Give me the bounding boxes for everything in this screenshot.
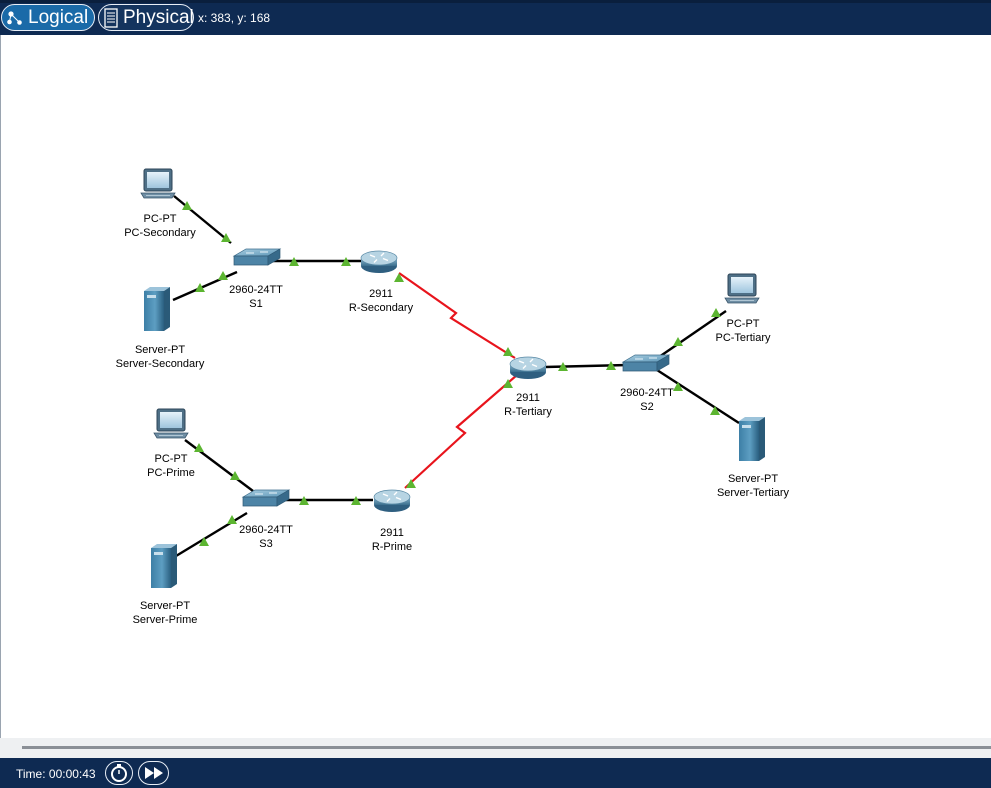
device-server-tertiary[interactable]: Server-PT Server-Tertiary (717, 417, 790, 499)
link-lights-layer (182, 201, 721, 546)
device-name-label: S2 (640, 401, 653, 413)
link-light-s3-r-prime-0 (299, 496, 309, 505)
simulation-time: Time: 00:00:43 (16, 767, 96, 781)
link-serial-r-prime-r-tertiary (404, 374, 518, 489)
logical-view-label: Logical (28, 6, 89, 28)
device-model-label: Server-PT (140, 600, 190, 612)
link-light-r-prime-r-tertiary-0 (406, 479, 416, 488)
device-name-label: Server-Tertiary (717, 487, 790, 499)
link-light-server-prime-s3-1 (227, 515, 237, 524)
rack-icon (103, 7, 119, 28)
device-server-secondary[interactable]: Server-PT Server-Secondary (116, 287, 205, 370)
logical-view-button[interactable]: Logical (1, 4, 95, 31)
scrollbar-track[interactable] (22, 746, 991, 749)
device-model-label: Server-PT (728, 473, 778, 485)
physical-view-label: Physical (123, 6, 194, 28)
device-model-label: 2960-24TT (620, 387, 674, 399)
fast-forward-button[interactable] (138, 761, 169, 785)
link-light-s2-server-tertiary-1 (710, 406, 720, 415)
link-light-r-tertiary-s2-0 (558, 362, 568, 371)
link-light-pc-prime-s3-1 (230, 471, 240, 480)
device-name-label: R-Tertiary (504, 406, 552, 418)
link-ethernet-pc-secondary-s1 (173, 195, 232, 244)
device-s1[interactable]: 2960-24TT S1 (229, 248, 283, 310)
top-toolbar: Logical Physical x: 383, y: 168 (0, 0, 991, 35)
power-cycle-button[interactable] (105, 761, 133, 785)
device-name-label: Server-Secondary (116, 358, 205, 370)
link-light-server-secondary-s1-1 (218, 271, 228, 280)
device-model-label: 2911 (380, 527, 404, 539)
physical-view-button[interactable]: Physical (98, 4, 194, 31)
link-light-s2-server-tertiary-0 (673, 382, 683, 391)
device-model-label: PC-PT (155, 453, 188, 465)
device-model-label: PC-PT (144, 213, 177, 225)
device-pc-tertiary[interactable]: PC-PT PC-Tertiary (715, 273, 771, 344)
link-light-r-secondary-r-tertiary-1 (503, 347, 513, 356)
link-serial-r-secondary-r-tertiary (398, 272, 516, 359)
link-ethernet-server-prime-s3 (175, 511, 248, 558)
horizontal-scrollbar[interactable] (0, 738, 991, 758)
logical-topology-icon (6, 8, 24, 28)
link-ethernet-r-tertiary-s2 (544, 363, 629, 369)
cursor-coordinates: x: 383, y: 168 (198, 11, 271, 25)
fast-forward-icon (144, 767, 163, 779)
device-pc-prime[interactable]: PC-PT PC-Prime (147, 408, 195, 479)
link-light-pc-prime-s3-0 (194, 443, 204, 452)
device-model-label: 2960-24TT (229, 284, 283, 296)
link-light-s3-r-prime-1 (351, 496, 361, 505)
link-light-r-secondary-r-tertiary-0 (394, 273, 404, 282)
bottom-status-bar: Time: 00:00:43 (0, 758, 991, 788)
device-model-label: 2911 (369, 288, 393, 300)
link-light-pc-secondary-s1-1 (221, 233, 231, 242)
device-model-label: Server-PT (135, 344, 185, 356)
device-name-label: Server-Prime (133, 614, 198, 626)
device-model-label: 2960-24TT (239, 524, 293, 536)
link-ethernet-s2-pc-tertiary (658, 310, 727, 358)
link-light-pc-secondary-s1-0 (182, 201, 192, 210)
device-name-label: S3 (259, 538, 272, 550)
link-ethernet-server-secondary-s1 (172, 270, 238, 302)
device-name-label: PC-Secondary (124, 227, 196, 239)
device-name-label: PC-Prime (147, 467, 195, 479)
link-light-s1-r-secondary-0 (289, 257, 299, 266)
device-name-label: S1 (249, 298, 262, 310)
device-pc-secondary[interactable]: PC-PT PC-Secondary (124, 168, 196, 239)
device-model-label: PC-PT (727, 318, 760, 330)
link-light-s1-r-secondary-1 (341, 257, 351, 266)
link-light-s2-pc-tertiary-1 (711, 308, 721, 317)
device-name-label: PC-Tertiary (715, 332, 771, 344)
device-s3[interactable]: 2960-24TT S3 (239, 489, 293, 550)
link-light-server-secondary-s1-0 (195, 283, 205, 292)
device-s2[interactable]: 2960-24TT S2 (620, 354, 674, 413)
device-name-label: R-Secondary (349, 302, 414, 314)
link-light-server-prime-s3-0 (199, 537, 209, 546)
link-light-r-prime-r-tertiary-1 (503, 379, 513, 388)
device-server-prime[interactable]: Server-PT Server-Prime (133, 544, 198, 626)
reset-clock-icon (111, 764, 127, 782)
toolbar-shade (0, 0, 991, 3)
link-ethernet-s2-server-tertiary (656, 368, 740, 425)
device-name-label: R-Prime (372, 541, 412, 553)
link-light-s2-pc-tertiary-0 (673, 337, 683, 346)
link-light-r-tertiary-s2-1 (606, 361, 616, 370)
device-model-label: 2911 (516, 392, 540, 404)
link-ethernet-pc-prime-s3 (184, 439, 254, 492)
